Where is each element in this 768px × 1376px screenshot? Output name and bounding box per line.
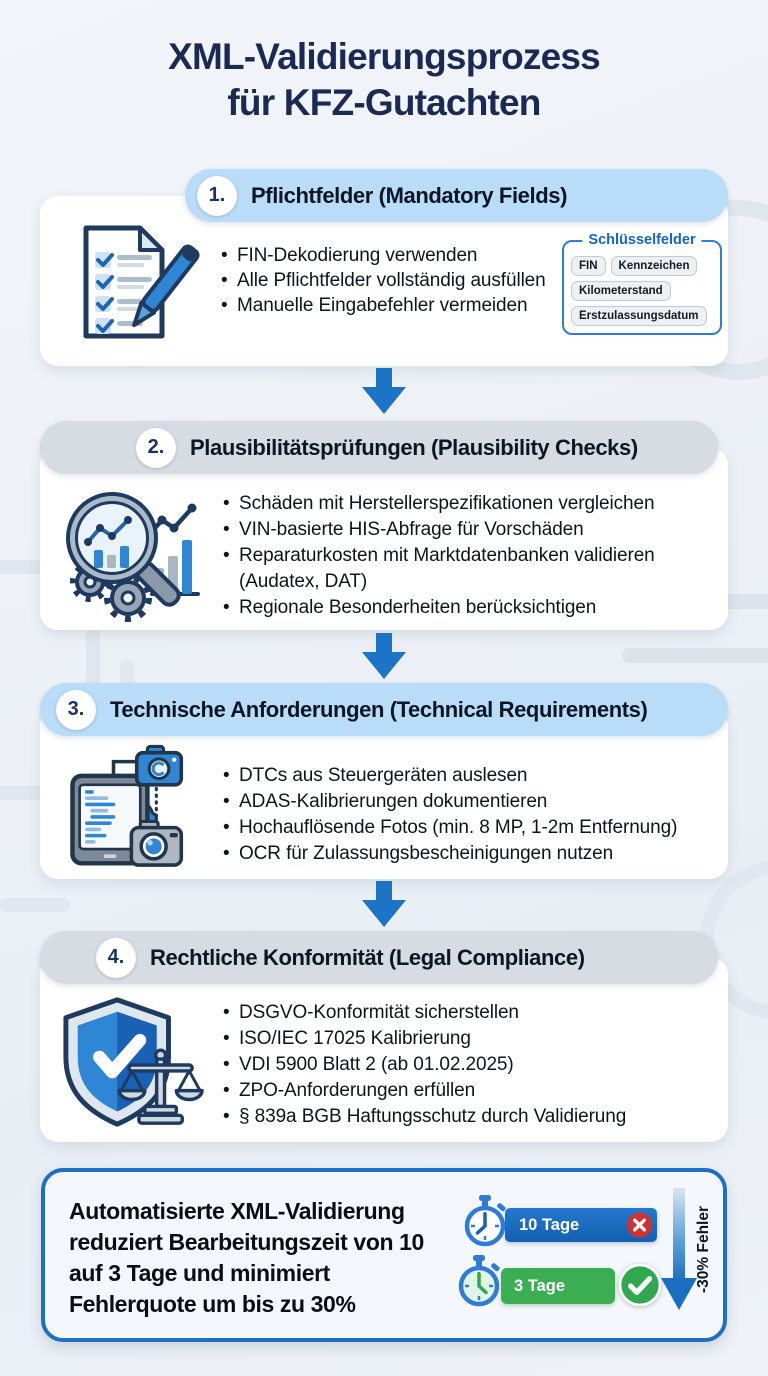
key-field-tag: Kennzeichen [610,256,698,276]
section-3-title: Technische Anforderungen (Technical Requ… [110,696,648,722]
bullet-item: VDI 5900 Blatt 2 (ab 01.02.2025) [222,1052,724,1078]
checklist-pen-icon [60,212,200,352]
bullet-item: § 839a BGB Haftungsschutz durch Validier… [222,1104,724,1130]
after-duration-label: 3 Tage [514,1276,566,1295]
bullet-item: Manuelle Eingabefehler vermeiden [220,293,555,318]
background-pattern-shape [622,648,768,663]
section-1-title: Pflichtfelder (Mandatory Fields) [251,182,568,208]
bullet-item: Alle Pflichtfelder vollständig ausfüllen [220,268,555,293]
shield-scales-icon [58,992,204,1138]
section-1-bullets: FIN-Dekodierung verwenden Alle Pflichtfe… [220,243,555,318]
cross-icon [626,1212,653,1239]
tablet-camera-icon [60,742,192,874]
error-reduction-label: -30% Fehler [695,1205,712,1293]
section-2-bullets: Schäden mit Herstellerspezifikationen ve… [222,491,720,621]
stopwatch-icon [461,1194,509,1248]
section-4-number: 4. [96,937,136,978]
page-title: XML-Validierungsprozess für KFZ-Gutachte… [0,34,768,126]
stopwatch-icon [455,1254,503,1308]
check-icon [618,1263,662,1307]
key-field-tag: FIN [571,256,606,276]
bullet-item: DSGVO-Konformität sicherstellen [222,1000,724,1026]
section-2-header: 2. Plausibilitätsprüfungen (Plausibility… [40,421,718,474]
background-pattern-shape [0,898,70,912]
page-title-line1: XML-Validierungsprozess [168,36,601,77]
bullet-item: Regionale Besonderheiten berücksichtigen [222,595,720,621]
section-3-header: 3. Technische Anforderungen (Technical R… [40,683,728,736]
section-2-number: 2. [136,427,176,468]
after-duration-bar: 3 Tage [501,1268,615,1304]
flow-arrow-down-icon [362,633,406,679]
bullet-item: ISO/IEC 17025 Kalibrierung [222,1026,724,1052]
bullet-item: Schäden mit Herstellerspezifikationen ve… [222,491,720,517]
flow-arrow-down-icon [362,881,406,927]
bullet-item: FIN-Dekodierung verwenden [220,243,555,268]
summary-box: Automatisierte XML-Validierung reduziert… [41,1168,727,1342]
summary-text: Automatisierte XML-Validierung reduziert… [69,1198,424,1317]
section-4-header: 4. Rechtliche Konformität (Legal Complia… [40,931,718,984]
before-duration-label: 10 Tage [519,1215,580,1234]
key-field-tag: Erstzulassungsdatum [571,306,707,326]
bullet-item: VIN-basierte HIS-Abfrage für Vorschäden [222,517,720,543]
magnifier-chart-icon [56,478,204,626]
section-2-title: Plausibilitätsprüfungen (Plausibility Ch… [190,434,638,460]
page-title-line2: für KFZ-Gutachten [227,82,541,123]
section-4-bullets: DSGVO-Konformität sicherstellen ISO/IEC … [222,1000,724,1130]
bullet-item: ADAS-Kalibrierungen dokumentieren [222,789,724,815]
bullet-item: OCR für Zulassungsbescheinigungen nutzen [222,841,724,867]
flow-arrow-down-icon [362,368,406,414]
section-3-bullets: DTCs aus Steuergeräten auslesen ADAS-Kal… [222,763,724,867]
bullet-item: DTCs aus Steuergeräten auslesen [222,763,724,789]
section-4-title: Rechtliche Konformität (Legal Compliance… [150,944,585,970]
key-fields-tags: FIN Kennzeichen Kilometerstand Erstzulas… [571,256,713,326]
before-duration-bar: 10 Tage [505,1208,657,1242]
bullet-item: Hochauflösende Fotos (min. 8 MP, 1-2m En… [222,815,724,841]
key-fields-title: Schlüsselfelder [582,232,702,248]
section-1-number: 1. [197,175,237,216]
error-reduction-arrow-icon [661,1188,697,1310]
bullet-item: ZPO-Anforderungen erfüllen [222,1078,724,1104]
key-field-tag: Kilometerstand [571,281,671,301]
section-3-number: 3. [56,689,96,730]
section-1-header: 1. Pflichtfelder (Mandatory Fields) [185,169,728,222]
key-fields-box: Schlüsselfelder FIN Kennzeichen Kilomete… [562,232,722,335]
bullet-item: Reparaturkosten mit Marktdatenbanken val… [222,543,720,595]
